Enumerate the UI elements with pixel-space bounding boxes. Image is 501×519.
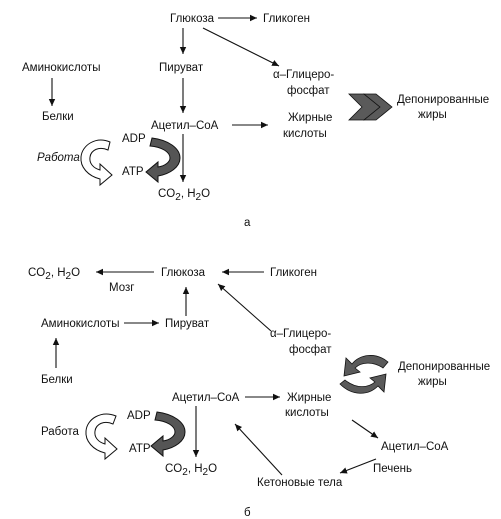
b-co2-h2o-label: CO2, H2O	[28, 267, 80, 282]
a-atp-label: ATP	[122, 166, 144, 178]
a-amino-acids-label: Аминокислоты	[22, 62, 100, 74]
a-fatty-acids-line1: Жирные	[288, 112, 332, 124]
b-proteins-label: Белки	[41, 374, 73, 386]
b-adp-label: ADP	[127, 410, 151, 422]
a-deposited-fats-line2: жиры	[418, 109, 447, 121]
b-glycerophosphate-line1: α–Глицеро-	[270, 328, 331, 340]
b-glucose-label: Глюкоза	[161, 267, 206, 279]
a-atp-cycle-arrow	[145, 137, 181, 184]
b-deposited-fats-line1: Депонированные	[398, 361, 490, 373]
b-acetyl-coa-liver-label: Ацетил–СоА	[381, 441, 449, 453]
b-deposited-fats-arrow-up	[343, 355, 389, 377]
b-ketone-bodies-label: Кетоновые тела	[257, 477, 343, 489]
b-acetyl-coa-label: Ацетил–СоА	[172, 392, 240, 404]
b-panel-label: б	[244, 507, 251, 519]
b-glycogen-label: Гликоген	[270, 267, 317, 279]
b-work-cycle-arrow	[85, 413, 118, 461]
a-work-label: Работа	[37, 152, 80, 164]
a-co2-h2o-label: CO2, H2O	[158, 188, 210, 203]
a-glycerophosphate-line1: α–Глицеро-	[273, 69, 334, 81]
a-acetyl-coa-label: Ацетил–СоА	[151, 120, 219, 132]
panel-b: CO2, H2O Глюкоза Гликоген Мозг Аминокисл…	[28, 267, 490, 519]
b-deposited-fats-arrow-down	[339, 373, 387, 394]
a-proteins-label: Белки	[42, 111, 74, 123]
b-arrow-fattyacids-acetylcoa-liver	[351, 419, 379, 439]
b-work-label: Работа	[41, 426, 80, 438]
a-work-cycle-arrow	[80, 139, 113, 187]
b-fatty-acids-line1: Жирные	[287, 392, 331, 404]
a-panel-label: а	[244, 217, 251, 229]
b-arrow-glycerophosphate-glucose	[217, 283, 272, 332]
a-glucose-label: Глюкоза	[170, 13, 215, 25]
b-glycerophosphate-line2: фосфат	[289, 344, 332, 356]
a-adp-label: ADP	[122, 133, 146, 145]
b-amino-acids-label: Аминокислоты	[41, 318, 119, 330]
b-pyruvate-label: Пируват	[165, 318, 210, 330]
panel-a: Глюкоза Гликоген Аминокислоты Пируват α–…	[22, 13, 489, 229]
b-arrow-acetylcoa-ketones	[339, 458, 377, 474]
a-arrow-glucose-glycerophosphate	[202, 27, 280, 67]
a-glycerophosphate-line2: фосфат	[287, 85, 330, 97]
b-deposited-fats-line2: жиры	[418, 376, 447, 388]
b-brain-label: Мозг	[109, 282, 134, 294]
a-fatty-acids-line2: кислоты	[283, 128, 327, 140]
a-pyruvate-label: Пируват	[159, 62, 204, 74]
a-deposited-fats-line1: Депонированные	[397, 94, 489, 106]
b-liver-label: Печень	[373, 463, 412, 475]
b-co2-h2o-bottom-label: CO2, H2O	[165, 463, 217, 478]
a-glycogen-label: Гликоген	[263, 13, 310, 25]
a-deposited-fats-arrow-head	[362, 93, 393, 121]
b-arrow-ketones-acetylcoa	[234, 423, 283, 476]
b-atp-label: ATP	[129, 443, 151, 455]
b-fatty-acids-line2: кислоты	[285, 407, 329, 419]
b-atp-cycle-arrow	[150, 411, 186, 458]
